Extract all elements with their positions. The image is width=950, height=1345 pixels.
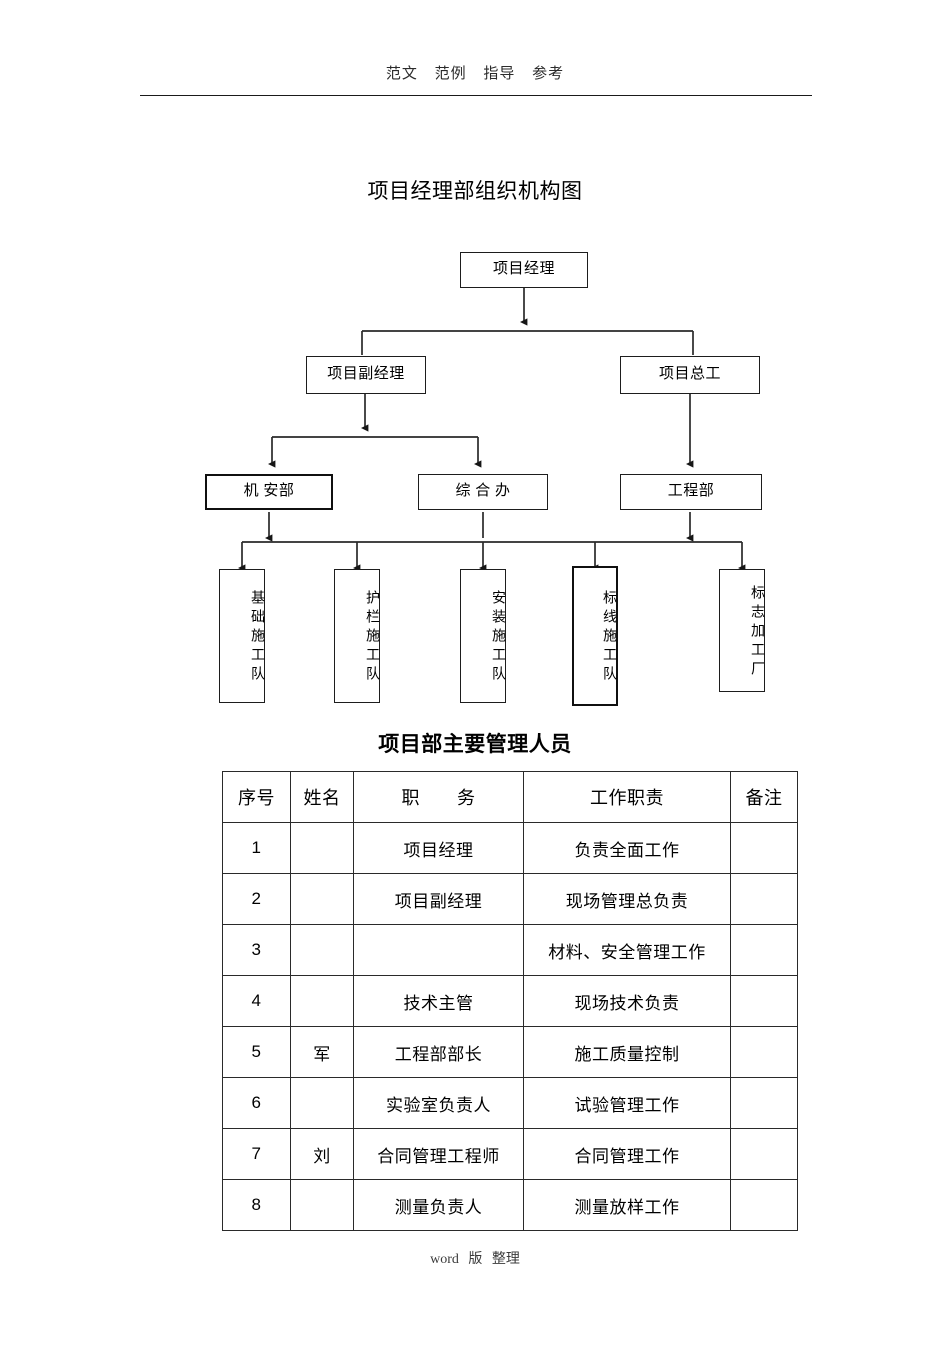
column-header-duty: 工作职责 (523, 771, 731, 823)
org-node-label: 安装施工队 (490, 590, 505, 685)
cell-remark (730, 1128, 798, 1180)
page-title: 项目经理部组织机构图 (367, 179, 583, 203)
cell-duty: 合同管理工作 (523, 1128, 731, 1180)
table-row: 6 实验室负责人 试验管理工作 (222, 1077, 798, 1129)
column-header-post: 职 务 (353, 771, 524, 823)
org-node-manager[interactable]: 项目经理 (460, 252, 588, 288)
org-node-install-team[interactable]: 安装施工队 (460, 569, 506, 703)
cell-remark (730, 975, 798, 1027)
table-row: 8 测量负责人 测量放样工作 (222, 1179, 798, 1231)
cell-post: 项目经理 (353, 822, 524, 874)
cell-post (353, 924, 524, 976)
cell-remark (730, 1077, 798, 1129)
cell-name (290, 1179, 354, 1231)
page-footer: word 版 整理 (0, 1248, 950, 1268)
cell-remark (730, 873, 798, 925)
org-node-label: 标线施工队 (601, 590, 616, 685)
cell-duty: 现场技术负责 (523, 975, 731, 1027)
cell-duty: 现场管理总负责 (523, 873, 731, 925)
cell-post: 工程部部长 (353, 1026, 524, 1078)
cell-name (290, 822, 354, 874)
column-header-no: 序号 (222, 771, 291, 823)
org-node-mech-dept[interactable]: 机 安部 (205, 474, 333, 510)
org-node-label: 护栏施工队 (364, 590, 379, 685)
org-node-general-office[interactable]: 综 合 办 (418, 474, 548, 510)
cell-duty: 测量放样工作 (523, 1179, 731, 1231)
cell-no: 6 (222, 1077, 291, 1129)
cell-duty: 负责全面工作 (523, 822, 731, 874)
table-row: 3 材料、安全管理工作 (222, 924, 798, 976)
cell-duty: 施工质量控制 (523, 1026, 731, 1078)
org-chart-connectors (237, 288, 746, 572)
cell-name (290, 975, 354, 1027)
cell-no: 7 (222, 1128, 291, 1180)
cell-no: 2 (222, 873, 291, 925)
footer-word-1: word (430, 1252, 459, 1267)
cell-name (290, 924, 354, 976)
header-word-4: 参考 (532, 66, 565, 82)
cell-remark (730, 822, 798, 874)
footer-word-2: 版 (468, 1252, 483, 1267)
org-node-label: 基础施工队 (249, 590, 264, 685)
cell-no: 5 (222, 1026, 291, 1078)
table-row: 4 技术主管 现场技术负责 (222, 975, 798, 1027)
header-word-2: 范例 (434, 66, 467, 82)
cell-no: 3 (222, 924, 291, 976)
org-node-guardrail-team[interactable]: 护栏施工队 (334, 569, 380, 703)
cell-no: 4 (222, 975, 291, 1027)
org-node-deputy-manager[interactable]: 项目副经理 (306, 356, 426, 394)
cell-remark (730, 924, 798, 976)
org-node-eng-dept[interactable]: 工程部 (620, 474, 762, 510)
page-header: 范文 范例 指导 参考 (0, 62, 950, 83)
org-node-label: 项目总工 (658, 366, 721, 383)
cell-no: 1 (222, 822, 291, 874)
org-node-marking-team[interactable]: 标线施工队 (572, 566, 618, 706)
cell-no: 8 (222, 1179, 291, 1231)
cell-name (290, 1077, 354, 1129)
column-header-name: 姓名 (290, 771, 354, 823)
org-node-foundation-team[interactable]: 基础施工队 (219, 569, 265, 703)
org-node-label: 标志加工厂 (749, 584, 764, 680)
management-table: 序号 姓名 职 务 工作职责 备注 1 项目经理 负责全面工作 2 项目副经理 … (222, 771, 798, 1231)
header-word-3: 指导 (483, 66, 516, 82)
table-title: 项目部主要管理人员 (378, 732, 572, 756)
cell-post: 实验室负责人 (353, 1077, 524, 1129)
cell-name (290, 873, 354, 925)
table-row: 5 军 工程部部长 施工质量控制 (222, 1026, 798, 1078)
column-header-remark: 备注 (730, 771, 798, 823)
cell-name: 刘 (290, 1128, 354, 1180)
org-chart: 项目经理 项目副经理 项目总工 机 安部 综 合 办 工程部 基础施工队 护栏施… (205, 252, 765, 706)
org-node-label: 机 安部 (243, 483, 295, 500)
cell-post: 合同管理工程师 (353, 1128, 524, 1180)
table-header-row: 序号 姓名 职 务 工作职责 备注 (222, 771, 798, 823)
cell-post: 技术主管 (353, 975, 524, 1027)
table-row: 2 项目副经理 现场管理总负责 (222, 873, 798, 925)
org-node-sign-factory[interactable]: 标志加工厂 (719, 569, 765, 692)
org-node-label: 项目副经理 (327, 366, 405, 383)
org-node-chief-engineer[interactable]: 项目总工 (620, 356, 760, 394)
cell-name: 军 (290, 1026, 354, 1078)
table-row: 1 项目经理 负责全面工作 (222, 822, 798, 874)
table-row: 7 刘 合同管理工程师 合同管理工作 (222, 1128, 798, 1180)
cell-duty: 试验管理工作 (523, 1077, 731, 1129)
cell-remark (730, 1179, 798, 1231)
org-node-label: 项目经理 (492, 261, 555, 278)
cell-remark (730, 1026, 798, 1078)
footer-word-3: 整理 (491, 1252, 520, 1267)
cell-duty: 材料、安全管理工作 (523, 924, 731, 976)
org-node-label: 综 合 办 (455, 483, 511, 500)
org-node-label: 工程部 (667, 483, 715, 500)
cell-post: 项目副经理 (353, 873, 524, 925)
header-divider (140, 95, 812, 96)
cell-post: 测量负责人 (353, 1179, 524, 1231)
header-word-1: 范文 (385, 66, 418, 82)
